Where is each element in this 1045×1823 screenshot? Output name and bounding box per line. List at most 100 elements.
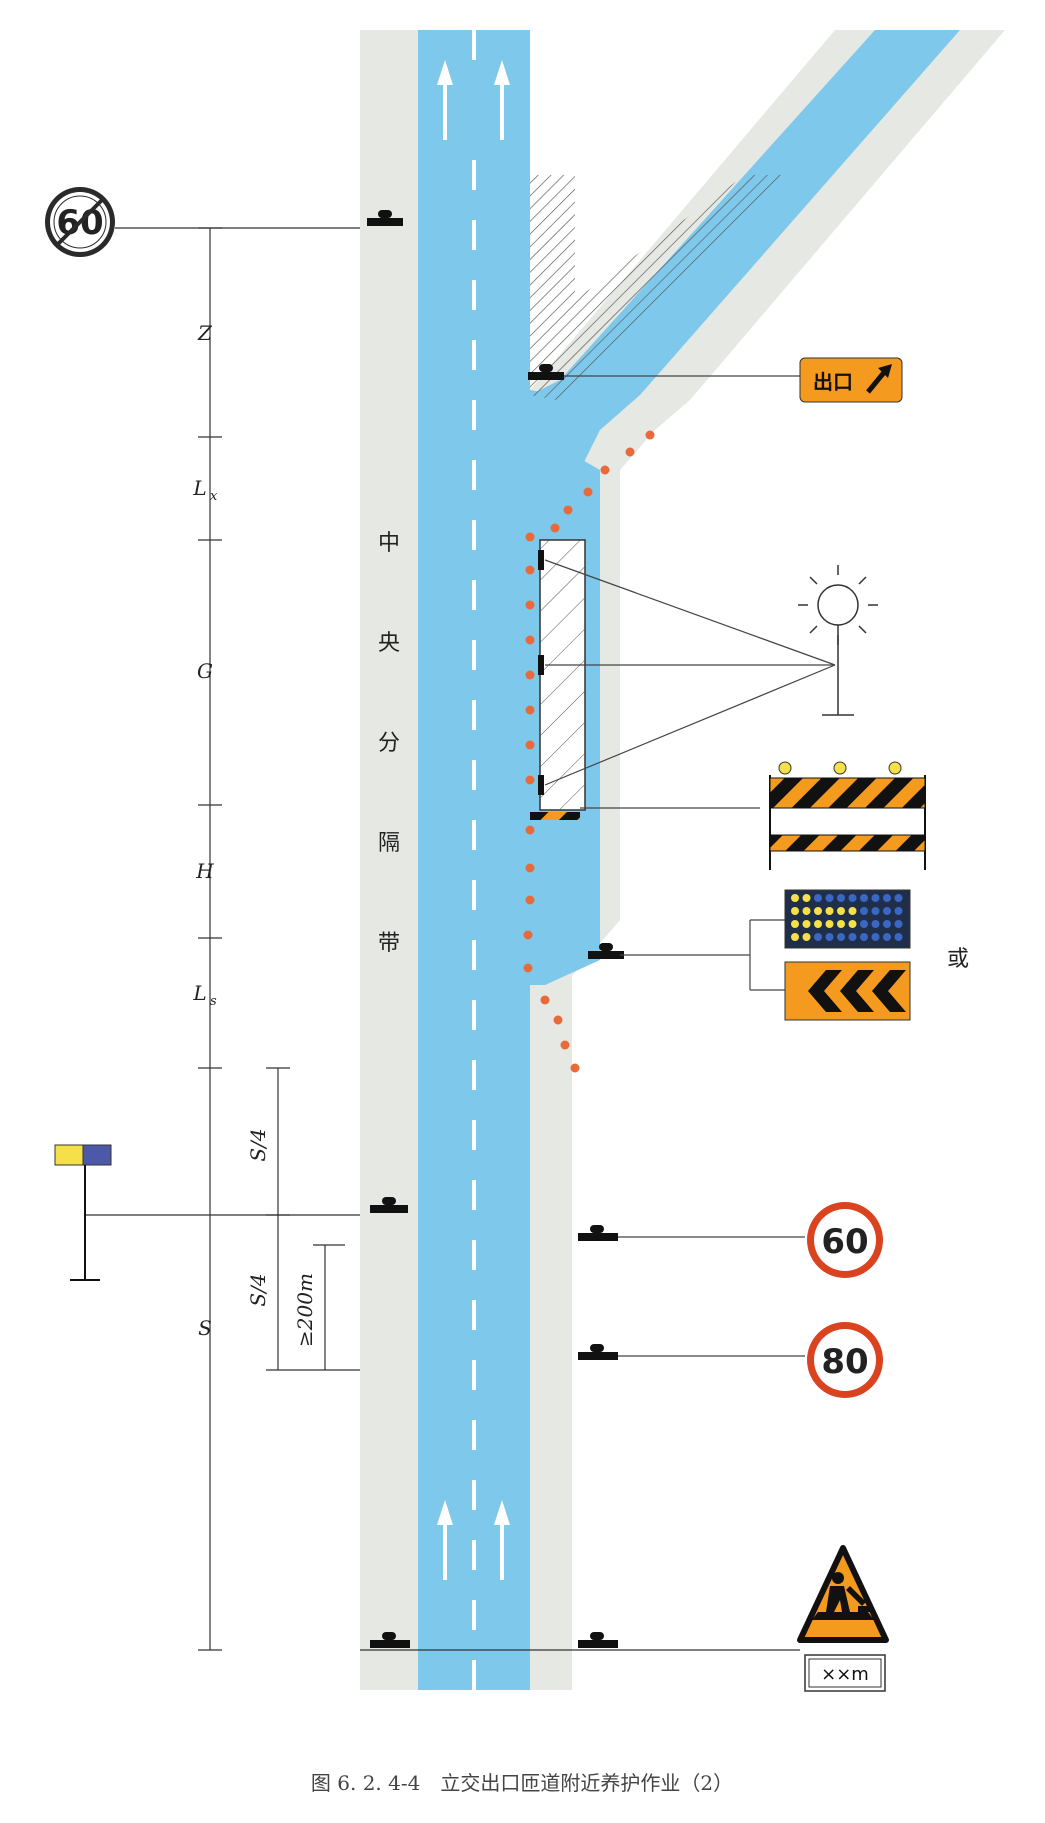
arrow-board-light (791, 933, 799, 941)
dim-h: H (195, 859, 214, 883)
work-zone-hatch (540, 540, 585, 810)
chevron-arrows-icon (808, 970, 906, 1012)
arrow-board-light (871, 933, 880, 941)
dim-g: G (197, 659, 213, 683)
traffic-cone (540, 995, 550, 1005)
arrow-board-light (825, 894, 834, 902)
arrow-board-light (848, 894, 857, 902)
median-char-2: 央 (378, 631, 400, 656)
traffic-cone (553, 1015, 563, 1025)
traffic-cone (525, 740, 535, 750)
arrow-board-light (883, 920, 891, 928)
dim-s: S (198, 1316, 212, 1340)
dim-200m: ≥200m (293, 1273, 317, 1347)
arrow-board-light (894, 894, 903, 902)
leader-lines (544, 375, 836, 1357)
arrow-board-light (860, 907, 868, 915)
limit-60-value: 60 (821, 1222, 868, 1262)
dim-lx-sub: x (210, 489, 218, 504)
exit-arrow-icon (866, 364, 892, 394)
arrow-board-light (802, 920, 811, 928)
dimension-lines (85, 227, 800, 1651)
exit-sign: 出口 (799, 357, 903, 403)
median-char-4: 隔 (378, 831, 400, 856)
arrow-board-light (791, 894, 799, 902)
arrow-board-light (802, 894, 811, 902)
dim-ls: L (192, 981, 206, 1005)
median-char-5: 带 (378, 931, 400, 956)
traffic-cone (525, 775, 535, 785)
traffic-cone (625, 447, 635, 457)
median-char-3: 分 (378, 731, 400, 756)
arrow-board-light (894, 907, 903, 915)
arrow-board-light (802, 933, 811, 941)
arrow-board-light (837, 907, 845, 915)
arrow-board-light (848, 933, 857, 941)
traffic-cone (600, 465, 610, 475)
dim-z: Z (197, 321, 213, 345)
right-shoulder (530, 975, 572, 1690)
traffic-cone (525, 825, 535, 835)
arrow-board-light (814, 920, 822, 928)
arrow-board-light (814, 933, 822, 941)
arrow-board-light (883, 933, 891, 941)
road-work-warning-sign: ××m (797, 1545, 889, 1692)
ramp-shoulder (530, 30, 1005, 1690)
median-label: 中 央 分 隔 带 (378, 531, 400, 956)
figure-caption: 图 6. 2. 4-4 立交出口匝道附近养护作业（2） (311, 1771, 733, 1795)
barrier-strip (530, 812, 580, 820)
dimension-labels: Z L x G H L s S S/4 S/4 ≥200m (192, 321, 317, 1347)
traffic-cone (525, 705, 535, 715)
traffic-cone (583, 487, 593, 497)
traffic-cone (525, 863, 535, 873)
exit-sign-label: 出口 (813, 370, 853, 394)
traffic-cone (523, 963, 533, 973)
traffic-cone (570, 1063, 580, 1073)
arrow-board-light (814, 894, 822, 902)
speed-limit-sign-80: 80 (807, 1322, 883, 1398)
traffic-cone (525, 600, 535, 610)
arrow-board-light (860, 920, 868, 928)
marker-flag (54, 1144, 112, 1281)
traffic-cone (525, 635, 535, 645)
distance-plate: ××m (821, 1664, 869, 1685)
traffic-cone (525, 565, 535, 575)
traffic-cone (550, 523, 560, 533)
arrow-board-light (837, 933, 845, 941)
arrow-board-light (894, 933, 903, 941)
traffic-cones (523, 430, 655, 1073)
gore-hatch (530, 175, 575, 400)
dim-s4-b: S/4 (246, 1273, 270, 1306)
warning-light-icon (798, 565, 878, 716)
traffic-cone (645, 430, 655, 440)
median-char-1: 中 (378, 531, 400, 556)
arrow-board-light (825, 933, 834, 941)
road-barrier (769, 761, 926, 870)
traffic-cone (563, 505, 573, 515)
arrow-board-light (871, 907, 880, 915)
arrow-board-light (802, 907, 811, 915)
worker-icon (812, 1572, 874, 1620)
arrow-board-lights (791, 894, 903, 941)
arrow-board-light (791, 907, 799, 915)
arrow-board-light (825, 920, 834, 928)
median-shoulder (360, 30, 418, 1690)
arrow-board-light (894, 920, 903, 928)
sign-bases (367, 210, 624, 1648)
lane-arrows (437, 60, 510, 1580)
traffic-cone (525, 532, 535, 542)
dim-s4-a: S/4 (246, 1128, 270, 1161)
chevron-board (784, 961, 911, 1021)
traffic-cone (523, 930, 533, 940)
dim-ls-sub: s (210, 994, 217, 1009)
arrow-board-light (848, 907, 857, 915)
limit-80-value: 80 (821, 1342, 868, 1382)
arrow-board-light (825, 907, 834, 915)
roadway: 中 央 分 隔 带 (360, 30, 1005, 1690)
traffic-cone (525, 670, 535, 680)
arrow-board-light (837, 920, 845, 928)
gore-hatch-diagonal (575, 175, 790, 390)
arrow-board-light (871, 920, 880, 928)
arrow-board-light (883, 907, 891, 915)
